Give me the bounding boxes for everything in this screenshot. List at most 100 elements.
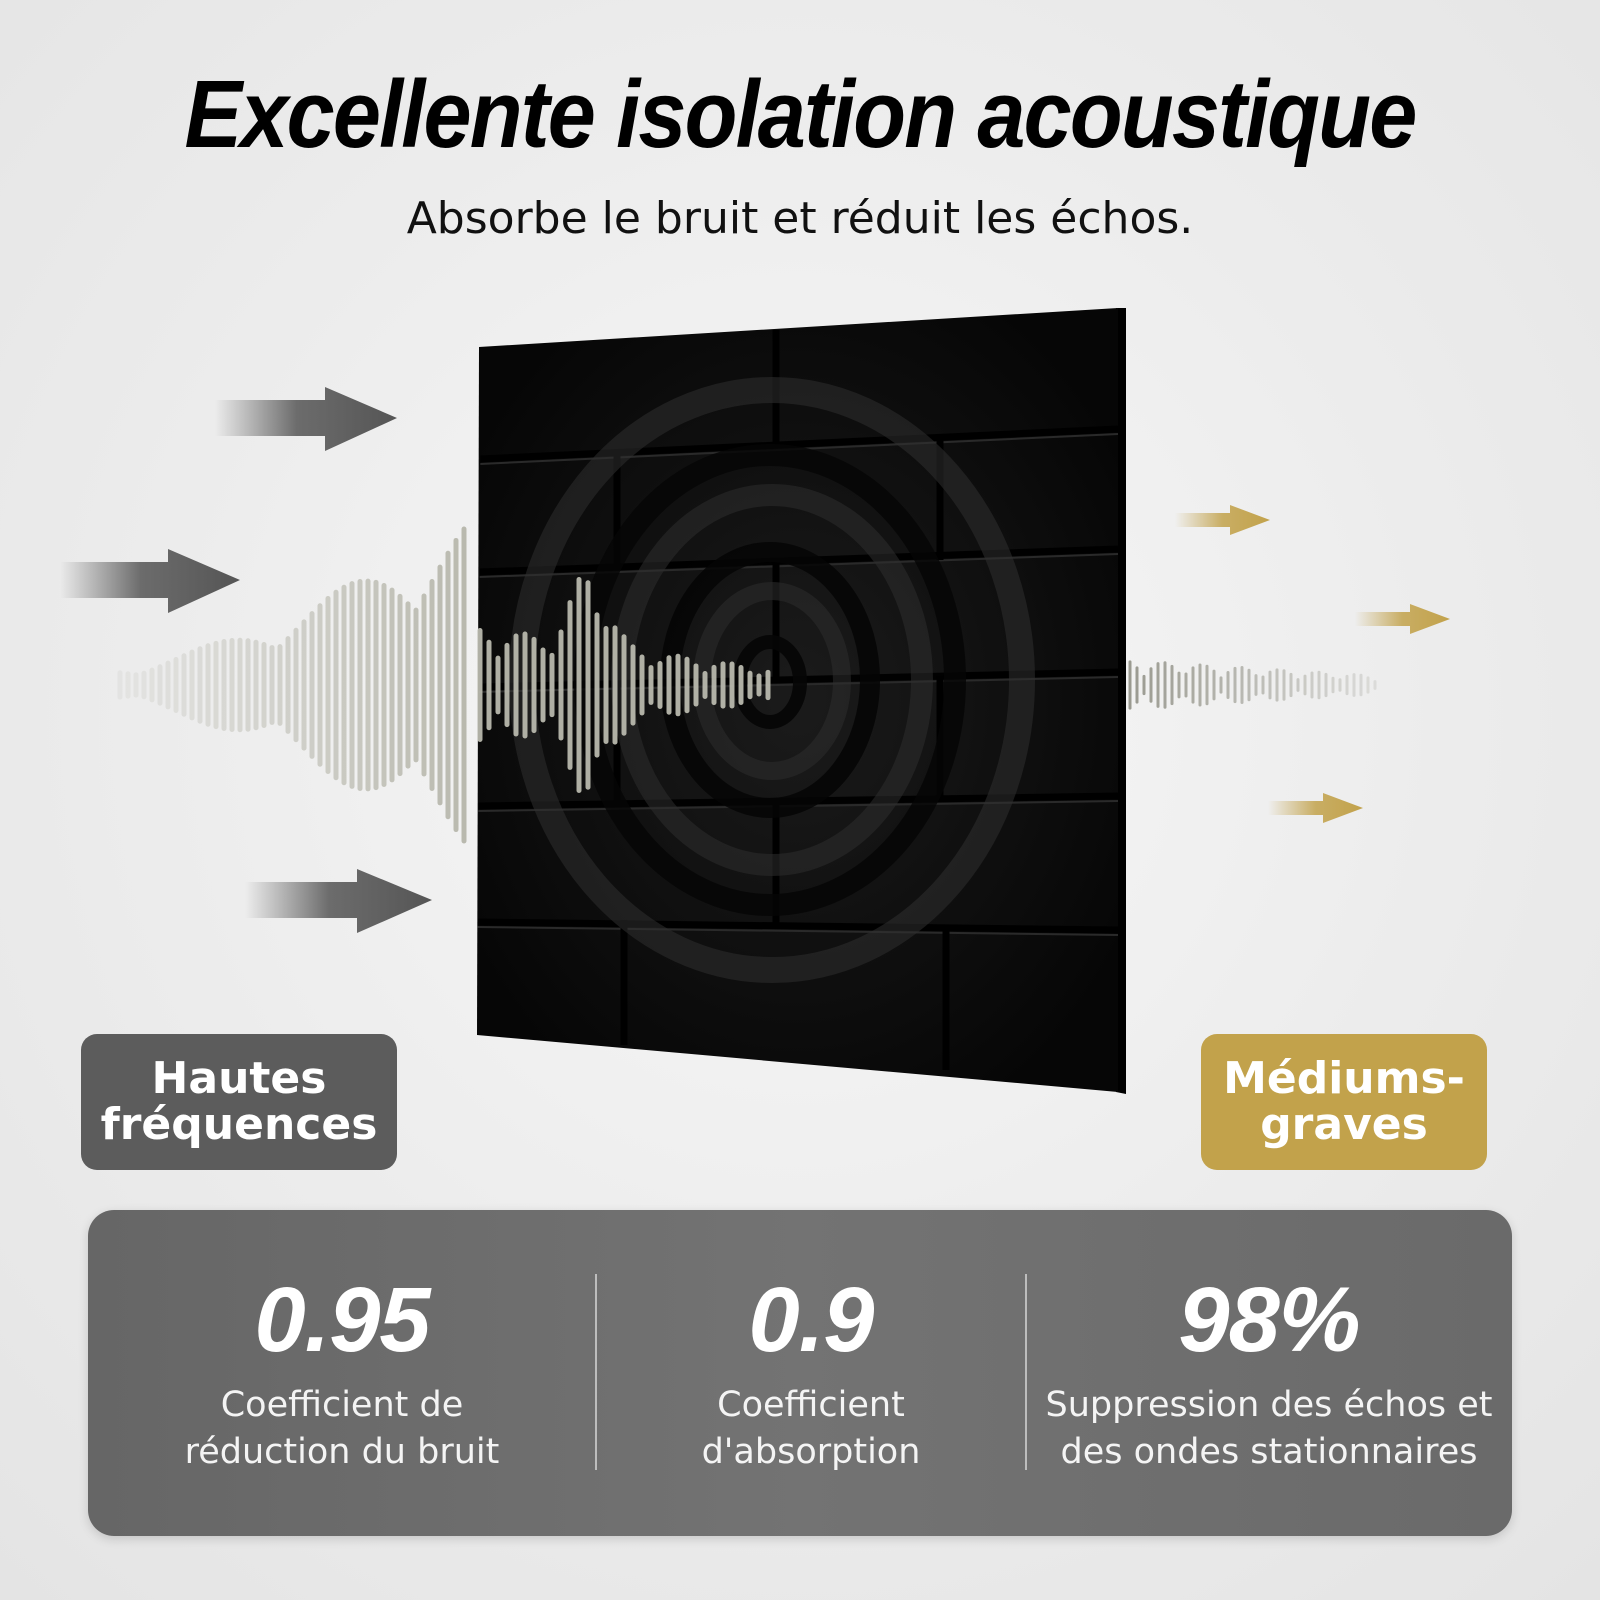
stat-value: 0.9 <box>748 1269 875 1371</box>
wave-bar <box>1261 675 1265 695</box>
wave-bar <box>495 655 501 715</box>
wave-bar <box>675 653 681 717</box>
wave-bar <box>285 636 291 734</box>
wave-bar <box>1135 666 1139 704</box>
wave-bar <box>189 649 195 721</box>
wave-bar <box>301 619 307 751</box>
stat-echo-suppression: 98% Suppression des échos et des ondes s… <box>1026 1210 1512 1536</box>
panel-grooves <box>477 330 1119 1070</box>
wave-bar <box>765 669 771 701</box>
wave-bar <box>711 664 717 706</box>
wave-bar <box>1240 666 1244 704</box>
wave-bar <box>1254 674 1258 696</box>
stat-description-line: Coefficient <box>717 1385 905 1425</box>
wave-bar <box>1191 666 1195 704</box>
wave-bar <box>1282 669 1286 701</box>
wave-bar <box>576 576 582 794</box>
wave-bar <box>117 670 123 700</box>
wave-bar <box>1352 673 1356 697</box>
wave-bar <box>213 640 219 730</box>
subheadline: Absorbe le bruit et réduit les échos. <box>406 193 1194 244</box>
wave-bar <box>141 670 147 700</box>
stat-noise-reduction: 0.95 Coefficient de réduction du bruit <box>88 1210 596 1536</box>
outgoing-sound-wave <box>1128 660 1377 710</box>
stat-description: Coefficient de réduction du bruit <box>88 1382 596 1476</box>
panel-side-edge <box>1116 308 1126 1094</box>
incoming-sound-wave <box>117 526 467 844</box>
wave-bar <box>1212 669 1216 701</box>
wave-bar <box>1163 661 1167 709</box>
outgoing-arrow-icon <box>1175 505 1270 535</box>
stat-value: 98% <box>1178 1269 1360 1371</box>
wave-bar <box>1233 666 1237 704</box>
wave-bar <box>381 582 387 788</box>
wave-bar <box>1373 680 1377 690</box>
wave-bar <box>630 644 636 726</box>
wave-bar <box>1170 664 1174 706</box>
outgoing-arrow-icon <box>1268 793 1363 823</box>
wave-bar <box>125 671 131 699</box>
wave-bar <box>157 664 163 706</box>
wave-bar <box>639 654 645 716</box>
wave-bar <box>357 578 363 792</box>
wave-bar <box>373 579 379 791</box>
wave-bar <box>317 603 323 767</box>
wave-bar <box>1366 676 1370 694</box>
wave-bar <box>149 667 155 703</box>
wave-bar <box>1324 672 1328 698</box>
wave-bar <box>229 637 235 733</box>
wave-bar <box>486 639 492 731</box>
wave-bar <box>1289 672 1293 698</box>
stat-description: Suppression des échos et des ondes stati… <box>1026 1382 1512 1476</box>
wave-bar <box>1338 678 1342 692</box>
wave-bar <box>558 629 564 741</box>
stat-divider <box>595 1274 597 1470</box>
stat-description-line: réduction du bruit <box>184 1432 500 1472</box>
wave-bar <box>1359 673 1363 697</box>
wave-bar <box>389 587 395 783</box>
wave-bar <box>747 670 753 700</box>
high-frequencies-label: Hautes fréquences <box>81 1034 397 1170</box>
wave-bar <box>461 526 467 844</box>
wave-bar <box>1317 670 1321 700</box>
outgoing-arrow-icon <box>1355 604 1450 634</box>
wave-bar <box>453 537 459 833</box>
wave-bar <box>405 601 411 769</box>
wave-bar <box>702 670 708 700</box>
wave-bar <box>341 584 347 786</box>
stat-absorption: 0.9 Coefficient d'absorption <box>596 1210 1026 1536</box>
wave-bar <box>621 634 627 736</box>
wave-bar <box>261 642 267 728</box>
wave-bar <box>413 607 419 763</box>
wave-bar <box>504 642 510 728</box>
wave-bar <box>1149 667 1153 703</box>
stat-divider <box>1025 1274 1027 1470</box>
outgoing-arrows <box>1175 505 1450 823</box>
wave-bar <box>1310 671 1314 699</box>
wave-bar <box>1331 676 1335 694</box>
wave-bar <box>165 660 171 710</box>
wave-bar <box>1142 674 1146 696</box>
mid-bass-label-line-2: graves <box>1260 1099 1428 1150</box>
stat-description-line: d'absorption <box>701 1432 921 1472</box>
incoming-arrow-icon <box>60 549 240 613</box>
wave-bar <box>333 589 339 781</box>
wave-bar <box>1247 668 1251 702</box>
wave-bar <box>277 644 283 726</box>
wave-bar <box>181 653 187 717</box>
wave-bar <box>756 673 762 697</box>
wave-bar <box>397 593 403 777</box>
acoustic-panel-illustration <box>60 308 1450 1094</box>
mid-bass-label-line-1: Médiums- <box>1223 1053 1465 1104</box>
wave-bar <box>173 656 179 714</box>
incoming-arrows <box>60 387 432 933</box>
wave-bar <box>325 596 331 774</box>
wave-bar <box>1198 663 1202 707</box>
wave-bar <box>1177 671 1181 699</box>
wave-bar <box>421 593 427 777</box>
wave-bar <box>513 633 519 737</box>
wave-bar <box>1156 662 1160 708</box>
wave-bar <box>729 661 735 709</box>
wave-bar <box>603 625 609 745</box>
wave-bar <box>445 550 451 820</box>
